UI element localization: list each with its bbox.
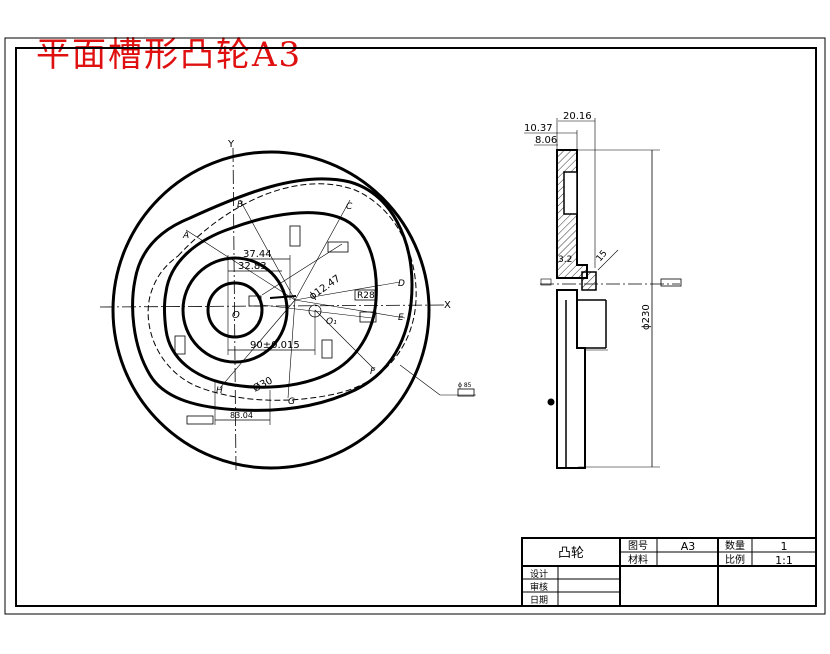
radial-line-d xyxy=(294,281,401,301)
hub-outer-circle xyxy=(181,256,289,364)
cam-plan-view xyxy=(99,147,476,471)
tb-review-label: 审核 xyxy=(530,581,548,593)
section-dim-8-06: 8.06 xyxy=(535,135,557,146)
point-e-label: E xyxy=(398,313,404,323)
point-o1-label: O₁ xyxy=(326,317,337,327)
pitch-curve xyxy=(147,183,417,401)
dim-37-44: 37.44 xyxy=(243,249,272,260)
tb-material-label: 材料 xyxy=(628,553,648,566)
title-block xyxy=(521,537,817,607)
label-box-5 xyxy=(359,311,377,323)
label-box-3 xyxy=(354,289,376,301)
section-callout-box-1 xyxy=(660,278,682,287)
callout-box xyxy=(457,388,475,397)
section-lower xyxy=(556,289,586,469)
callout-leader xyxy=(399,364,441,396)
point-b-label: B xyxy=(237,200,243,210)
drawing-title: 平面槽形凸轮A3 xyxy=(36,35,303,75)
radial-line-a xyxy=(185,229,296,301)
title-block-frame xyxy=(521,537,817,607)
label-box-7 xyxy=(248,295,262,307)
label-box-2 xyxy=(327,241,349,253)
radial-line-b xyxy=(239,199,296,301)
tb-scale-value: 1:1 xyxy=(775,554,793,567)
cam-outer-circle xyxy=(111,150,431,470)
section-callout-box-2 xyxy=(540,278,552,286)
section-dim-230: ϕ230 xyxy=(641,304,652,330)
plan-labels: Y X O O₁ A B C D E F G H 37.44 32.83 90±… xyxy=(182,139,472,420)
outer-border xyxy=(4,37,826,615)
dim-32-83: 32.83 xyxy=(238,261,267,272)
section-labels: 10.37 20.16 8.06 ϕ230 3.2 15 xyxy=(524,111,652,330)
axis-y-label: Y xyxy=(227,139,235,150)
section-dim-small-a: 3.2 xyxy=(558,255,572,265)
dim-phi30: Ø30 xyxy=(251,374,275,394)
tb-date-label: 日期 xyxy=(530,595,548,606)
tb-scale-label: 比例 xyxy=(725,553,745,566)
point-f-label: F xyxy=(370,367,376,377)
center-line-x xyxy=(99,304,449,308)
dim-phi12: ϕ12.47 xyxy=(307,273,342,302)
point-g-label: G xyxy=(288,397,295,407)
leader-line-1 xyxy=(261,243,343,296)
cam-section-view xyxy=(524,118,682,469)
label-box-1 xyxy=(289,225,301,247)
tb-part-name: 凸轮 xyxy=(558,546,584,561)
radial-line-g xyxy=(287,299,296,399)
label-box-8 xyxy=(186,415,214,425)
radial-line-f xyxy=(314,309,376,371)
tb-design-label: 设计 xyxy=(530,568,548,580)
key-slot xyxy=(269,295,297,299)
section-bore xyxy=(581,271,597,291)
roller-circle xyxy=(308,304,322,318)
tb-drawing-no-label: 图号 xyxy=(628,540,648,552)
label-box-4 xyxy=(321,339,333,359)
dim-90: 90±0.015 xyxy=(250,340,300,351)
radial-line-e xyxy=(294,299,406,319)
section-mark-dot xyxy=(547,398,555,406)
dim-r28: R28 xyxy=(357,291,375,301)
title-block-text: 凸轮 图号 A3 数量 1 材料 比例 1:1 设计 审核 日期 xyxy=(530,539,793,606)
radial-line-c xyxy=(294,199,351,301)
axis-x-label: X xyxy=(444,300,451,311)
section-dim-10-37: 10.37 xyxy=(524,123,553,134)
callout-text: ϕ 85 xyxy=(458,382,472,389)
point-d-label: D xyxy=(398,279,405,289)
inner-border xyxy=(15,47,817,607)
radial-line-h xyxy=(219,299,296,389)
label-box-6 xyxy=(174,335,186,355)
section-dim-small-b: 15 xyxy=(595,249,610,264)
tb-qty-value: 1 xyxy=(781,540,788,553)
point-h-label: H xyxy=(216,386,223,396)
section-leader-1 xyxy=(597,249,619,271)
groove-inner-wall xyxy=(163,211,378,389)
leader-line-2 xyxy=(261,304,373,319)
point-o-label: O xyxy=(232,310,240,321)
section-dim-20-16: 20.16 xyxy=(563,111,592,122)
dim-83-04: 83.04 xyxy=(230,411,253,420)
center-line-y xyxy=(232,147,237,471)
point-a-label: A xyxy=(182,231,189,241)
point-c-label: C xyxy=(346,202,353,212)
groove-outer-wall xyxy=(131,177,414,412)
tb-qty-label: 数量 xyxy=(725,539,745,552)
tb-drawing-no-value: A3 xyxy=(681,540,696,553)
section-groove-upper xyxy=(563,171,578,215)
